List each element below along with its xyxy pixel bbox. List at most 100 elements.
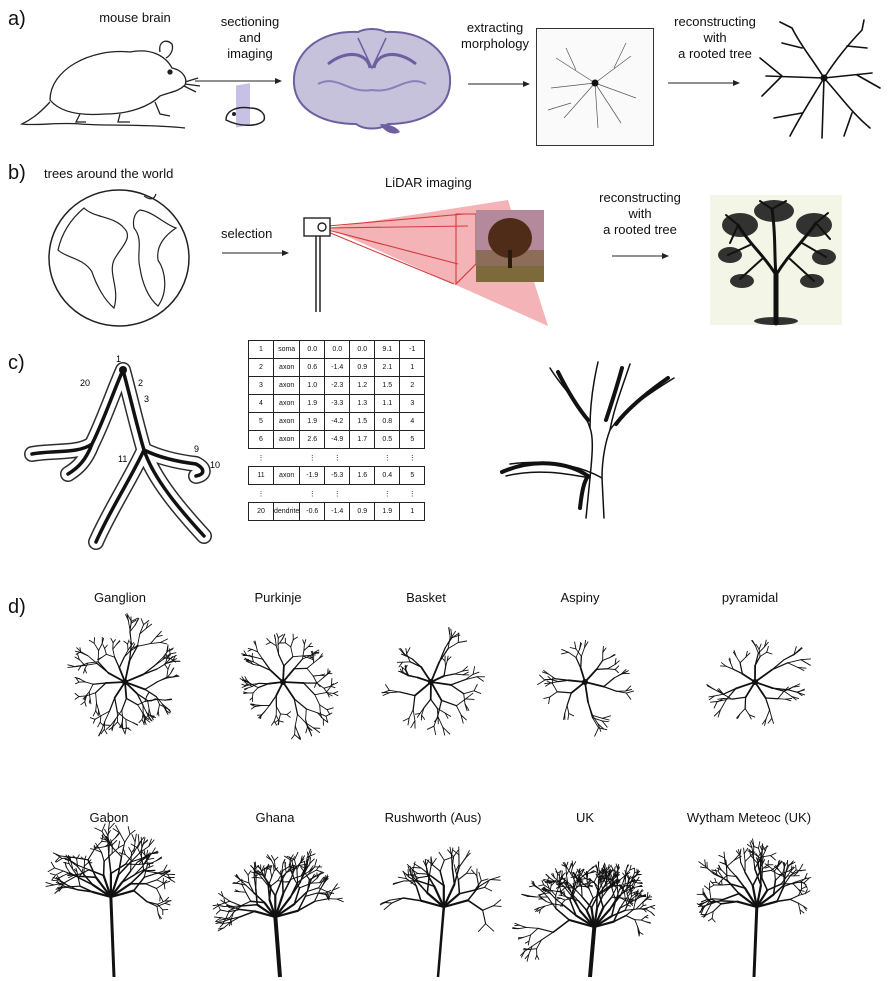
table-cell: axon — [274, 413, 300, 431]
table-cell: 1.9 — [300, 413, 325, 431]
table-cell: 3 — [400, 395, 425, 413]
node-label-2: 2 — [138, 378, 143, 388]
table-cell: 1 — [400, 503, 425, 521]
brain-section-image — [288, 24, 456, 139]
table-cell: 5 — [249, 413, 274, 431]
table-cell: 1.0 — [300, 377, 325, 395]
table-cell: 1.1 — [375, 395, 400, 413]
table-cell: 0.0 — [350, 341, 375, 359]
table-cell: 1 — [400, 359, 425, 377]
table-cell: -1 — [400, 341, 425, 359]
panel-b-label: b) — [8, 162, 26, 185]
neuron-label-1: Purkinje — [208, 590, 348, 606]
table-cell: 0.4 — [375, 467, 400, 485]
table-cell: 4 — [400, 413, 425, 431]
table-ellipsis-row: ⋮⋮⋮⋮⋮ — [249, 449, 425, 467]
tree-morphology-4 — [684, 832, 824, 977]
table-cell: 11 — [249, 467, 274, 485]
tree-morphology-1 — [210, 832, 350, 977]
neuron-morphology-1 — [218, 612, 348, 752]
selection-label: selection — [221, 226, 272, 242]
trees-world-label: trees around the world — [44, 166, 173, 182]
table-row: 3axon1.0-2.31.21.52 — [249, 377, 425, 395]
tree-label-1: Ghana — [190, 810, 360, 826]
table-cell: 0.0 — [325, 341, 350, 359]
table-cell: -1.4 — [325, 359, 350, 377]
table-cell: 0.8 — [375, 413, 400, 431]
tree-label-3: UK — [500, 810, 670, 826]
table-cell: 1.6 — [350, 467, 375, 485]
mouse-brain-label: mouse brain — [80, 10, 190, 26]
node-label-3: 3 — [144, 394, 149, 404]
neuron-label-3: Aspiny — [510, 590, 650, 606]
node-label-20: 20 — [80, 378, 90, 388]
table-cell: soma — [274, 341, 300, 359]
table-cell: 0.5 — [375, 431, 400, 449]
node-label-10: 10 — [210, 460, 220, 470]
table-cell: 2.6 — [300, 431, 325, 449]
tree-morphology-3 — [520, 832, 660, 977]
table-cell: axon — [274, 431, 300, 449]
table-cell: dendrite — [274, 503, 300, 521]
table-cell: -4.9 — [325, 431, 350, 449]
table-cell: 20 — [249, 503, 274, 521]
table-cell: 2 — [249, 359, 274, 377]
panel-a-label: a) — [8, 8, 26, 31]
node-skeleton-diagram: 1 2 3 20 11 9 10 — [20, 350, 232, 555]
table-row: 4axon1.9-3.31.31.13 — [249, 395, 425, 413]
table-cell: -1.9 — [300, 467, 325, 485]
slicing-icon — [222, 86, 270, 134]
node-label-1: 1 — [116, 354, 121, 364]
table-cell: axon — [274, 377, 300, 395]
table-row: 5axon1.9-4.21.50.84 — [249, 413, 425, 431]
panel-d-label: d) — [8, 596, 26, 619]
node-label-9: 9 — [194, 444, 199, 454]
neuron-morphology-4 — [690, 612, 820, 752]
table-cell: 2 — [400, 377, 425, 395]
arrow-b1 — [222, 247, 294, 259]
branch-outline-diagram — [498, 358, 680, 518]
table-cell: 1 — [249, 341, 274, 359]
arrow-a2 — [468, 78, 533, 90]
table-cell: axon — [274, 467, 300, 485]
mouse-illustration — [20, 30, 195, 130]
table-cell: 1.9 — [300, 395, 325, 413]
reconstructing-label-b: reconstructing with a rooted tree — [580, 190, 700, 238]
table-cell: 2.1 — [375, 359, 400, 377]
neuron-image-box — [536, 28, 654, 146]
table-cell: 0.9 — [350, 359, 375, 377]
table-row: 1soma0.00.00.09.1-1 — [249, 341, 425, 359]
table-cell: 9.1 — [375, 341, 400, 359]
table-row: 6axon2.6-4.91.70.55 — [249, 431, 425, 449]
neuron-label-0: Ganglion — [50, 590, 190, 606]
arrow-a3 — [668, 77, 743, 89]
tree-morphology-0 — [44, 832, 184, 977]
table-row: 2axon0.6-1.40.92.11 — [249, 359, 425, 377]
table-row: 20dendrite-0.6-1.40.91.91 — [249, 503, 425, 521]
lidar-camera-icon — [304, 218, 330, 312]
neuron-label-2: Basket — [356, 590, 496, 606]
node-label-11: 11 — [118, 454, 127, 464]
table-cell: 1.9 — [375, 503, 400, 521]
table-cell: 5 — [400, 467, 425, 485]
sectioning-label: sectioning and imaging — [205, 14, 295, 62]
neuron-label-4: pyramidal — [680, 590, 820, 606]
table-cell: -3.3 — [325, 395, 350, 413]
table-cell: axon — [274, 359, 300, 377]
table-cell: -2.3 — [325, 377, 350, 395]
arrow-b2 — [612, 250, 672, 262]
table-cell: 0.9 — [350, 503, 375, 521]
table-cell: 0.6 — [300, 359, 325, 377]
tree-label-2: Rushworth (Aus) — [348, 810, 518, 826]
table-cell: 4 — [249, 395, 274, 413]
swc-table: 1soma0.00.00.09.1-12axon0.6-1.40.92.113a… — [248, 340, 425, 521]
neuron-morphology-2 — [366, 612, 496, 752]
table-cell: -0.6 — [300, 503, 325, 521]
table-cell: 1.5 — [350, 413, 375, 431]
neuron-morphology-0 — [60, 612, 190, 752]
table-cell: -4.2 — [325, 413, 350, 431]
table-cell: 1.5 — [375, 377, 400, 395]
tree-morphology-2 — [368, 832, 508, 977]
lidar-scene — [298, 188, 553, 328]
table-cell: -1.4 — [325, 503, 350, 521]
